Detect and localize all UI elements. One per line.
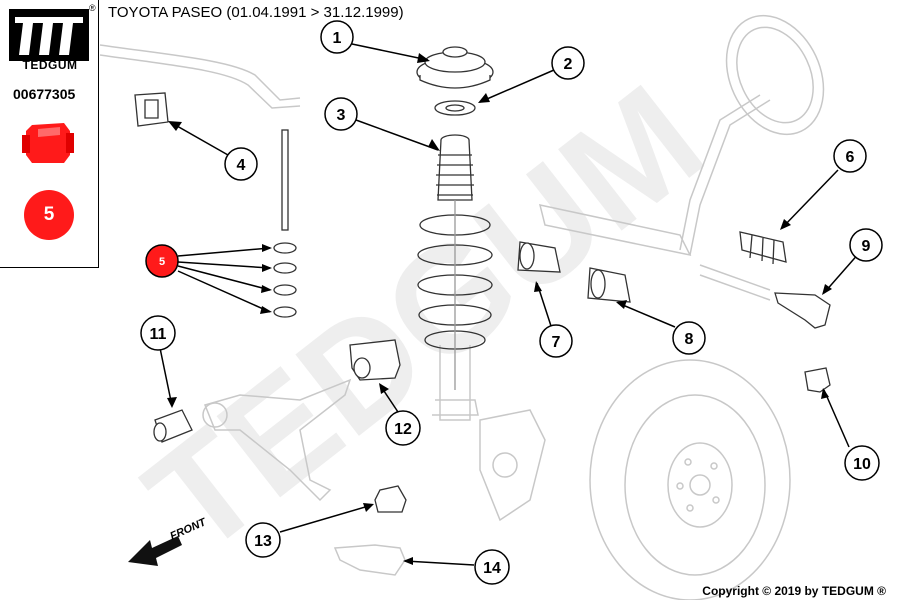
watermark-text: TEDGUM xyxy=(116,53,732,586)
callout-3: 3 xyxy=(324,97,358,131)
svg-text:1: 1 xyxy=(333,30,342,47)
brand-name: TEDGUM xyxy=(22,58,78,72)
vehicle-title: TOYOTA PASEO (01.04.1991 > 31.12.1999) xyxy=(108,4,404,21)
svg-text:4: 4 xyxy=(237,157,246,174)
svg-text:9: 9 xyxy=(862,238,871,255)
registered-mark: ® xyxy=(89,3,96,13)
callout-7: 7 xyxy=(539,324,573,358)
svg-text:6: 6 xyxy=(846,149,855,166)
svg-text:13: 13 xyxy=(254,533,272,550)
callouts: 1 2 3 4 5 6 7 8 9 10 11 12 13 14 xyxy=(140,20,883,585)
svg-text:7: 7 xyxy=(552,334,561,351)
callout-8: 8 xyxy=(672,321,706,355)
callout-10: 10 xyxy=(844,445,880,481)
callout-11: 11 xyxy=(140,315,176,351)
callout-5-highlighted: 5 xyxy=(145,244,179,278)
product-sidebar: ® TEDGUM 00677305 5 xyxy=(0,0,99,268)
leader-lines xyxy=(159,43,861,566)
arrow-heads xyxy=(167,53,832,565)
watermark: TEDGUM xyxy=(116,53,732,586)
highlight-position-badge: 5 xyxy=(24,190,74,240)
callout-9: 9 xyxy=(849,228,883,262)
svg-text:2: 2 xyxy=(564,56,573,73)
svg-text:10: 10 xyxy=(853,456,871,473)
callout-12: 12 xyxy=(385,410,421,446)
callout-14: 14 xyxy=(474,549,510,585)
callout-2: 2 xyxy=(551,46,585,80)
callout-13: 13 xyxy=(245,522,281,558)
tedgum-logo-icon xyxy=(9,9,89,61)
svg-text:5: 5 xyxy=(159,256,165,268)
product-thumbnail-icon xyxy=(22,123,74,163)
callout-4: 4 xyxy=(224,147,258,181)
callout-6: 6 xyxy=(833,139,867,173)
copyright-notice: Copyright © 2019 by TEDGUM ® xyxy=(702,584,886,598)
background-parts xyxy=(99,14,825,600)
svg-text:8: 8 xyxy=(685,331,694,348)
parts xyxy=(134,46,831,513)
svg-text:12: 12 xyxy=(394,421,412,438)
callout-1: 1 xyxy=(320,20,354,54)
svg-text:11: 11 xyxy=(150,326,167,343)
svg-text:14: 14 xyxy=(483,560,501,577)
part-number: 00677305 xyxy=(13,86,76,102)
svg-text:3: 3 xyxy=(337,107,346,124)
